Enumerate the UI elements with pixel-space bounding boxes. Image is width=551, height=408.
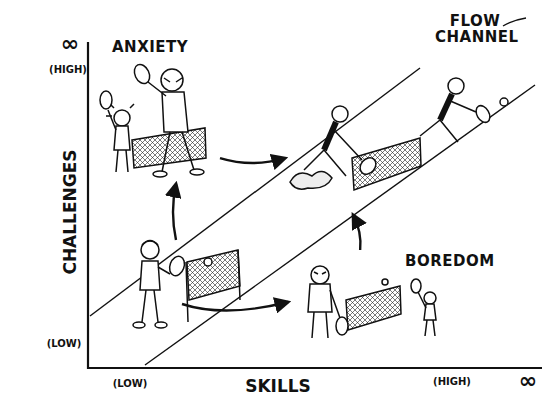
progress-arrow — [220, 158, 285, 163]
drawing-stroke — [133, 322, 145, 328]
drawing-stroke — [131, 62, 152, 86]
drawing-stroke — [140, 261, 160, 290]
drawing-stroke — [100, 91, 112, 109]
drawing-stroke — [411, 279, 421, 293]
drawing-stroke — [500, 98, 508, 106]
drawing-stroke — [153, 171, 167, 177]
drawing-stroke — [308, 284, 332, 312]
drawing-stroke — [142, 267, 170, 322]
axis-label: ∞ — [519, 370, 537, 392]
drawing-stroke — [448, 78, 464, 94]
axis-label: ∞ — [61, 33, 79, 55]
drawing-stroke — [148, 82, 194, 172]
drawing-stroke — [90, 68, 420, 316]
drawing-stroke — [142, 241, 158, 246]
region-label: FLOW CHANNEL — [435, 14, 515, 46]
drawing-stroke — [336, 317, 348, 335]
drawing-stroke — [324, 122, 336, 150]
path-arrows — [173, 184, 288, 311]
axis-label: (HIGH) — [433, 377, 471, 387]
drawing-stroke — [108, 110, 128, 172]
drawing-stroke — [312, 290, 340, 338]
axis-label: (HIGH) — [49, 65, 87, 75]
drawing-stroke — [161, 69, 183, 91]
drawing-stroke — [155, 322, 167, 328]
drawing-stroke — [88, 42, 542, 368]
drawing-stroke — [382, 279, 388, 285]
drawing-stroke — [182, 302, 288, 311]
axis-label: CHALLENGES — [62, 149, 79, 274]
drawing-stroke — [290, 171, 332, 189]
drawing-stroke — [346, 286, 401, 330]
drawing-stroke — [424, 292, 436, 304]
drawing-stroke — [114, 110, 130, 126]
drawing-stroke — [204, 258, 212, 266]
axes — [88, 42, 542, 368]
axis-label: (LOW) — [113, 379, 148, 389]
anxiety-players — [100, 62, 206, 177]
drawing-stroke — [332, 106, 348, 122]
drawing-stroke — [167, 254, 187, 278]
region-node: FLOW CHANNEL — [285, 12, 520, 215]
axis-label: (LOW) — [47, 339, 82, 349]
drawing-stroke — [314, 272, 326, 274]
drawing-stroke — [162, 92, 188, 132]
drawing-stroke — [141, 241, 159, 259]
axis-label: SKILLS — [245, 378, 311, 395]
drawing-stroke — [190, 169, 204, 175]
drawing-stroke — [173, 184, 176, 240]
boredom-players — [308, 266, 436, 338]
drawing-stroke — [420, 100, 476, 142]
flow-channel-lines — [90, 18, 535, 365]
drawing-stroke — [311, 266, 329, 284]
drawing-stroke — [503, 18, 526, 26]
drawing-stroke — [357, 155, 379, 178]
region-label: BOREDOM — [405, 254, 495, 270]
flow-players — [290, 78, 508, 190]
region-node: ANXIETY — [100, 34, 220, 180]
drawing-stroke — [473, 103, 492, 125]
drawing-stroke — [418, 292, 435, 336]
drawing-stroke — [187, 250, 240, 300]
region-node: BOREDOM — [295, 250, 499, 345]
drawing-stroke — [186, 250, 240, 322]
drawing-stroke — [440, 94, 452, 120]
drawing-stroke — [304, 130, 362, 176]
progress-arrow — [353, 215, 360, 250]
start-player — [133, 241, 240, 329]
drawing-stroke — [352, 138, 421, 190]
drawing-stroke — [145, 85, 535, 365]
region-label: ANXIETY — [112, 40, 188, 56]
drawing-stroke — [164, 78, 182, 82]
